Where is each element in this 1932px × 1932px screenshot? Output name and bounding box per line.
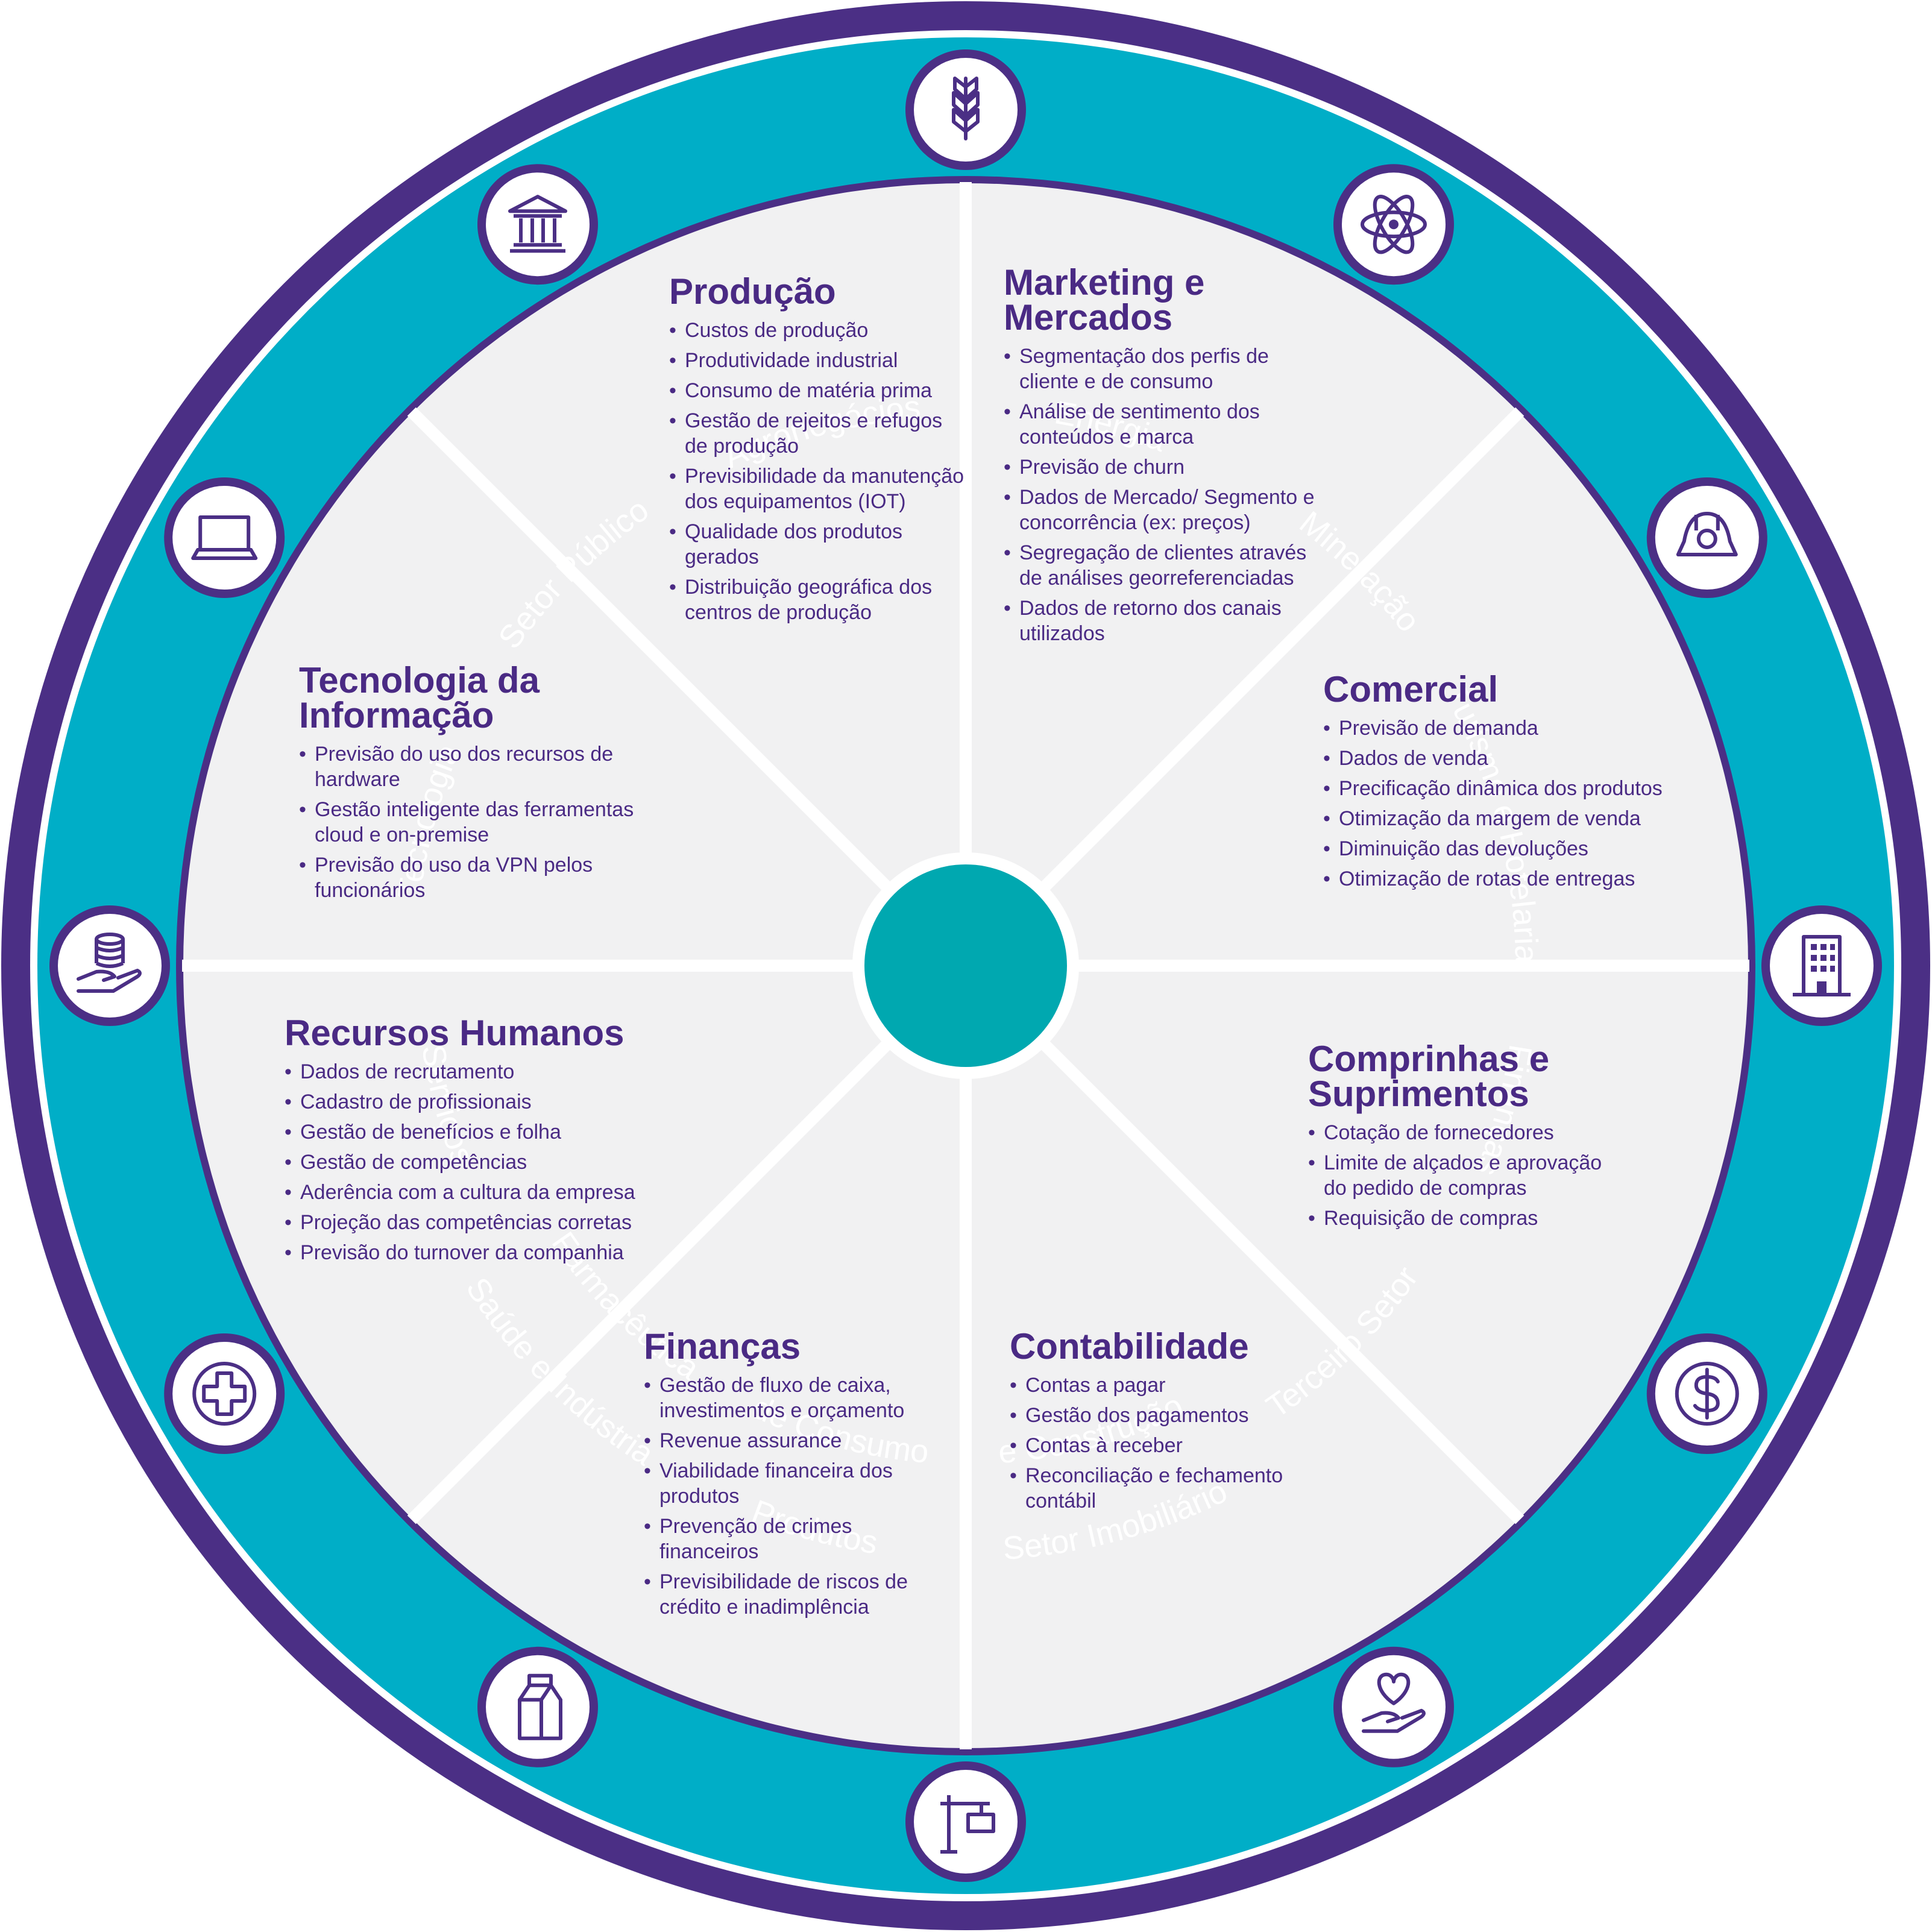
sector-item: Gestão de rejeitos e refugos de produção (669, 408, 971, 459)
sector-marketing: Marketing e Mercados Segmentação dos per… (1004, 265, 1341, 651)
sector-item: Diminuição das devoluções (1323, 836, 1709, 861)
sector-list: Gestão de fluxo de caixa, investimentos … (644, 1373, 945, 1620)
sector-item: Contas à receber (1010, 1433, 1323, 1458)
sector-item: Previsão do uso dos recursos de hardware (299, 741, 637, 792)
heart-hand-icon (1333, 1646, 1454, 1767)
laptop-icon (164, 477, 285, 598)
sector-item: Qualidade dos produtos gerados (669, 519, 971, 570)
sector-list: Previsão do uso dos recursos de hardware… (299, 741, 637, 903)
sector-ti: Tecnologia da Informação Previsão do uso… (299, 660, 661, 908)
mining-helmet-icon (1646, 477, 1767, 598)
government-building-icon (477, 164, 598, 285)
sector-list: Cotação de fornecedoresLimite de alçados… (1308, 1120, 1622, 1231)
sector-item: Previsão do turnover da companhia (285, 1240, 670, 1265)
sector-title: Tecnologia da Informação (299, 660, 540, 735)
sector-item: Contas a pagar (1010, 1373, 1323, 1398)
sector-item: Gestão inteligente das ferramentas cloud… (299, 797, 637, 848)
sector-item: Requisição de compras (1308, 1206, 1622, 1231)
sector-list: Contas a pagarGestão dos pagamentosConta… (1010, 1373, 1323, 1514)
sector-item: Gestão dos pagamentos (1010, 1403, 1323, 1428)
sector-title: Comercial (1323, 669, 1499, 710)
sector-title: Marketing e Mercados (1004, 262, 1205, 338)
sector-list: Dados de recrutamentoCadastro de profiss… (285, 1059, 670, 1265)
sector-item: Cotação de fornecedores (1308, 1120, 1622, 1145)
sector-item: Distribuição geográfica dos centros de p… (669, 574, 971, 625)
sector-item: Reconciliação e fechamento contábil (1010, 1463, 1323, 1514)
sector-item: Previsão do uso da VPN pelos funcionário… (299, 852, 637, 903)
sector-title: Finanças (644, 1326, 801, 1367)
sector-divider (1040, 1040, 1525, 1525)
sector-item: Segmentação dos perfis de cliente e de c… (1004, 344, 1317, 394)
sector-contabilidade: Contabilidade Contas a pagarGestão dos p… (1010, 1329, 1335, 1518)
sector-item: Dados de venda (1323, 746, 1709, 771)
sector-item: Projeção das competências corretas (285, 1210, 670, 1235)
sector-divider (407, 407, 892, 892)
sector-item: Gestão de fluxo de caixa, investimentos … (644, 1373, 945, 1423)
sector-divider (407, 1040, 892, 1525)
sector-item: Produtividade industrial (669, 348, 971, 373)
sector-compras: Comprinhas e Suprimentos Cotação de forn… (1308, 1039, 1646, 1236)
sector-item: Previsão de churn (1004, 455, 1317, 480)
sector-item: Prevenção de crimes financeiros (644, 1514, 945, 1564)
sector-item: Viabilidade financeira dos produtos (644, 1458, 945, 1509)
sector-title: Recursos Humanos (285, 1013, 625, 1053)
sector-item: Gestão de competências (285, 1150, 670, 1175)
sector-divider (1040, 407, 1525, 892)
hotel-building-icon (1761, 905, 1882, 1026)
sector-item: Dados de Mercado/ Segmento e concorrênci… (1004, 485, 1317, 535)
sector-item: Gestão de benefícios e folha (285, 1119, 670, 1145)
sector-title: Comprinhas e Suprimentos (1308, 1039, 1550, 1114)
sector-item: Previsão de demanda (1323, 716, 1709, 741)
ring-icons (49, 49, 1882, 1882)
sector-item: Análise de sentimento dos conteúdos e ma… (1004, 399, 1317, 450)
sector-dividers (182, 182, 1749, 1749)
sector-item: Aderência com a cultura da empresa (285, 1180, 670, 1205)
crane-sign-icon (905, 1761, 1026, 1882)
center-hub (864, 864, 1067, 1067)
atom-icon (1333, 164, 1454, 285)
sector-item: Cadastro de profissionais (285, 1089, 670, 1115)
sector-list: Custos de produçãoProdutividade industri… (669, 318, 971, 625)
sector-comercial: Comercial Previsão de demandaDados de ve… (1323, 672, 1709, 896)
sector-item: Otimização da margem de venda (1323, 806, 1709, 831)
milk-carton-icon (477, 1646, 598, 1767)
sector-item: Limite de alçados e aprovação do pedido … (1308, 1150, 1622, 1201)
sector-title: Contabilidade (1010, 1326, 1249, 1367)
dollar-coin-icon (1646, 1333, 1767, 1454)
sector-item: Revenue assurance (644, 1428, 945, 1453)
sector-item: Previsibilidade da manutenção dos equipa… (669, 464, 971, 514)
sector-item: Precificação dinâmica dos produtos (1323, 776, 1709, 801)
sector-item: Consumo de matéria prima (669, 378, 971, 403)
sector-item: Segregação de clientes através de anális… (1004, 540, 1317, 591)
coins-hand-icon (49, 905, 170, 1026)
sector-producao: Produção Custos de produçãoProdutividade… (669, 274, 971, 630)
sector-list: Segmentação dos perfis de cliente e de c… (1004, 344, 1317, 646)
sector-item: Dados de retorno dos canais utilizados (1004, 596, 1317, 646)
sector-list: Previsão de demandaDados de vendaPrecifi… (1323, 716, 1709, 892)
sector-item: Otimização de rotas de entregas (1323, 866, 1709, 892)
sector-item: Custos de produção (669, 318, 971, 343)
sector-item: Previsibilidade de riscos de crédito e i… (644, 1569, 945, 1620)
wheat-icon (905, 49, 1026, 170)
sector-item: Dados de recrutamento (285, 1059, 670, 1084)
sector-financas: Finanças Gestão de fluxo de caixa, inves… (644, 1329, 945, 1625)
sector-rh: Recursos Humanos Dados de recrutamentoCa… (285, 1013, 670, 1270)
medical-cross-icon (164, 1333, 285, 1454)
sector-title: Produção (669, 271, 836, 312)
